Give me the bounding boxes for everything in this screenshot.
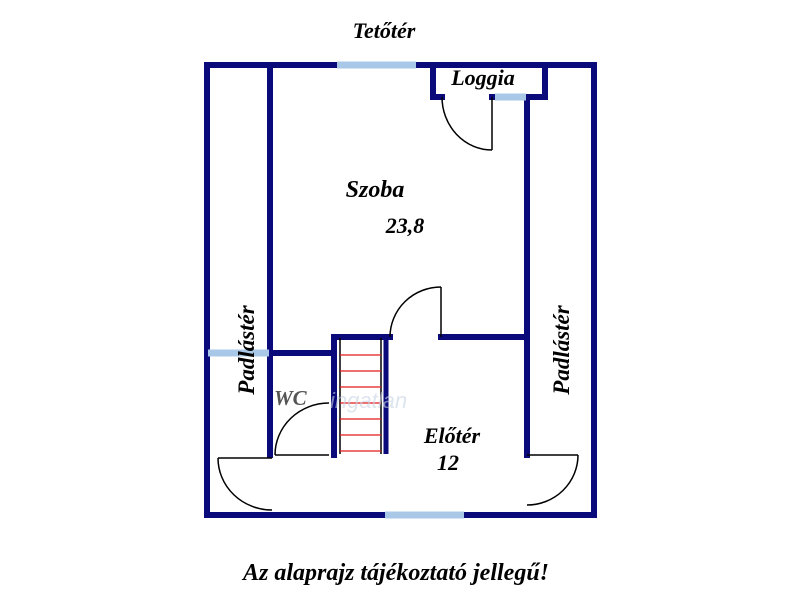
door-left-padlaster xyxy=(217,457,273,511)
outer-walls xyxy=(204,62,597,518)
door-wc xyxy=(274,402,330,456)
room-area-szoba: 23,8 xyxy=(385,213,425,238)
door-szoba xyxy=(389,286,442,338)
stairs xyxy=(331,338,389,454)
room-label-padlaster-left: Padlástér xyxy=(234,304,259,395)
room-label-padlaster-right: Padlástér xyxy=(549,304,574,395)
room-label-wc: WC xyxy=(274,386,308,410)
floor-title: Tetőtér xyxy=(353,18,416,43)
room-label-szoba: Szoba xyxy=(346,177,405,203)
windows xyxy=(208,61,526,519)
door-right-padlaster xyxy=(526,454,579,506)
watermark: ingatlan xyxy=(330,388,407,413)
disclaimer: Az alaprajz tájékoztató jellegű! xyxy=(241,560,549,586)
room-label-eloter: Előtér xyxy=(423,423,481,448)
room-area-eloter: 12 xyxy=(437,450,459,475)
door-loggia xyxy=(441,96,493,151)
room-label-loggia: Loggia xyxy=(450,65,515,90)
doors xyxy=(217,96,579,511)
